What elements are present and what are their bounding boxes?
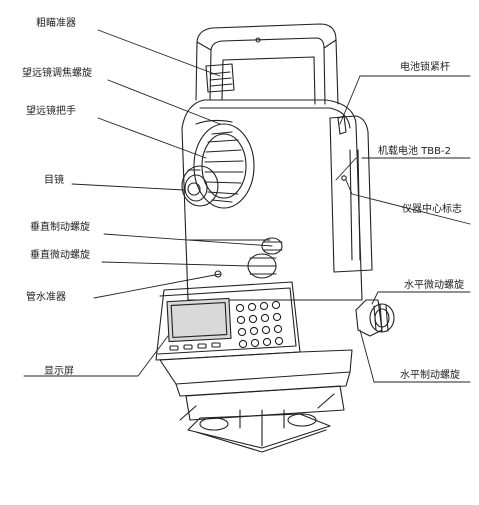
sighting-collimator-drawing <box>205 63 235 93</box>
label-eyepiece: 目镜 <box>44 175 64 186</box>
label-center-mark: 仪器中心标志 <box>402 204 462 215</box>
label-telescope-focus-knob: 望远镜调焦螺旋 <box>22 68 92 79</box>
leader-lines <box>23 29 471 383</box>
label-telescope-handle: 望远镜把手 <box>26 106 76 117</box>
label-horizontal-tangent: 水平微动螺旋 <box>404 280 464 291</box>
label-sighting-collimator: 粗瞄准器 <box>36 18 76 29</box>
label-onboard-battery: 机载电池 TBB-2 <box>378 146 451 157</box>
label-vertical-tangent: 垂直微动螺旋 <box>30 250 90 261</box>
tribrach-drawing <box>179 385 345 453</box>
label-vertical-clamp: 垂直制动螺旋 <box>30 222 90 233</box>
label-horizontal-clamp: 水平制动螺旋 <box>400 370 460 381</box>
horizontal-knob-drawing <box>355 299 395 337</box>
telescope-drawing <box>193 119 255 209</box>
eyepiece-drawing <box>181 165 219 207</box>
carry-handle <box>195 23 339 105</box>
label-display-screen: 显示屏 <box>44 366 74 377</box>
alidade-base-drawing <box>159 349 353 397</box>
battery-pack-drawing <box>329 115 373 273</box>
label-battery-lock: 电池锁紧杆 <box>400 62 450 73</box>
label-tube-level: 管水准器 <box>26 292 66 303</box>
keyboard-panel-drawing <box>155 281 301 361</box>
